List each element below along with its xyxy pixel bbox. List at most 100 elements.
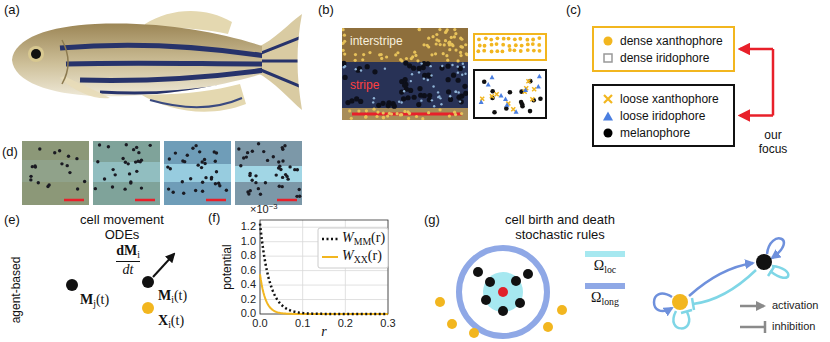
xanthophore-dot [453, 35, 456, 38]
melanophore-dot [342, 61, 346, 66]
melanophore-dot [257, 187, 260, 190]
melanophore-dot [75, 157, 78, 160]
iridophore-dot [463, 66, 465, 68]
melanophore-dot [403, 77, 408, 82]
xanthophore-dot [448, 48, 451, 51]
body-stripes [60, 45, 265, 93]
panel-label: (f) [208, 210, 220, 226]
melanophore-dot [242, 156, 245, 159]
melanophore-dot [204, 176, 207, 179]
figure-part: i [171, 294, 174, 305]
melanophore-dot [504, 106, 509, 111]
xanthophore-dot [434, 52, 437, 55]
melanophore-dot [354, 96, 359, 101]
iridophore-dot [343, 66, 345, 68]
activation-sample [740, 305, 764, 308]
panel-label: (e) [4, 212, 20, 228]
equation-term: dMi [116, 243, 140, 260]
panel-heading: cell movement [80, 212, 164, 228]
xanthophore-dot [501, 49, 505, 53]
legend-box [318, 228, 388, 268]
melanophore-dot [427, 93, 432, 98]
melanophore-dot [196, 163, 199, 166]
melanophore-cell [142, 276, 154, 288]
xanthophore-dot [514, 43, 518, 47]
melanophore-dot [60, 162, 63, 165]
xanthophore-dot [537, 43, 541, 47]
melanophore-dot [459, 93, 464, 98]
melanophore-dot [272, 155, 275, 158]
inhibition-bar [692, 298, 694, 310]
iridophore-dot [423, 77, 425, 79]
grid-line [260, 285, 388, 286]
xanthophore-dot [450, 36, 453, 39]
iridophore-dot [430, 74, 432, 76]
xanthophore-dot [507, 37, 511, 41]
melanophore-dot [174, 151, 177, 154]
melanophore-dot [297, 188, 300, 191]
axis-tick: 0.8 [241, 250, 256, 263]
melanophore-dot [412, 95, 417, 100]
xanthophore-dot [478, 44, 482, 48]
agent-sketch [66, 254, 174, 314]
xanthophore-dot [365, 109, 368, 112]
position-label: Xi(t) [158, 313, 184, 330]
iridophore-dot [449, 95, 451, 97]
figure-part: i [137, 249, 140, 260]
cell-marker [602, 52, 614, 64]
melanophore-dot [29, 178, 32, 181]
melanophore-dot [248, 174, 251, 177]
xanthophore-dot [495, 42, 499, 46]
melanophore-dot [281, 159, 284, 162]
xanthophore-dot [531, 42, 535, 46]
xanthophore-dot [342, 49, 345, 52]
melanophore-dot [215, 151, 218, 154]
figure-part: long [601, 296, 618, 307]
xanthophore-dot [490, 43, 494, 47]
xanthophore-cell [543, 322, 553, 332]
xanthophore-dot [437, 39, 440, 42]
axis-tick: 0.1 [295, 317, 310, 330]
schematic-cells [476, 36, 542, 114]
xanthophore-dot [376, 110, 379, 113]
xanthophore-dot [427, 37, 430, 40]
cell-marker [602, 110, 614, 122]
xanthophore-dot [454, 113, 457, 116]
iridophore-dot [384, 67, 386, 69]
melanophore-dot [520, 102, 525, 107]
melanophore-dot [538, 96, 543, 101]
xanthophore-dot [350, 117, 353, 120]
melanophore-dot [181, 180, 184, 183]
melanophore-dot [214, 160, 217, 163]
panel-label: (a) [4, 2, 20, 18]
melanophore-dot [446, 89, 451, 94]
melanophore-dot [365, 64, 370, 69]
melanophore-dot [217, 181, 220, 184]
schematic-interstripe [474, 34, 546, 60]
melanophore-dot [462, 84, 467, 89]
xanthophore-cross [490, 94, 494, 98]
focus-bracket [740, 49, 773, 116]
melanophore-dot [94, 187, 97, 190]
melanophore-dot [237, 147, 240, 150]
legend-label: WXX(r) [342, 248, 382, 265]
xanthophore-dot [476, 49, 480, 53]
iridophore-dot [420, 62, 422, 64]
melanophore-dot [135, 146, 138, 149]
melanophore-dot [283, 144, 286, 147]
melanophore-dot [194, 144, 197, 147]
figure-part: W [342, 230, 354, 245]
melanophore-cell [523, 269, 533, 279]
xanthophore-dot [396, 51, 399, 54]
zebrafish-photo [12, 11, 304, 112]
xanthophore-dot [507, 44, 511, 48]
melanophore-dot [278, 185, 281, 188]
region-label: interstripe [350, 34, 403, 48]
melanophore-dot [200, 166, 203, 169]
melanophore-cell [485, 277, 495, 287]
xanthophore-dot [459, 37, 462, 40]
melanophore-dot [281, 148, 284, 151]
xanthophore-dot [495, 36, 499, 40]
xanthophore-dot [459, 51, 462, 54]
legend-sample [740, 306, 764, 307]
